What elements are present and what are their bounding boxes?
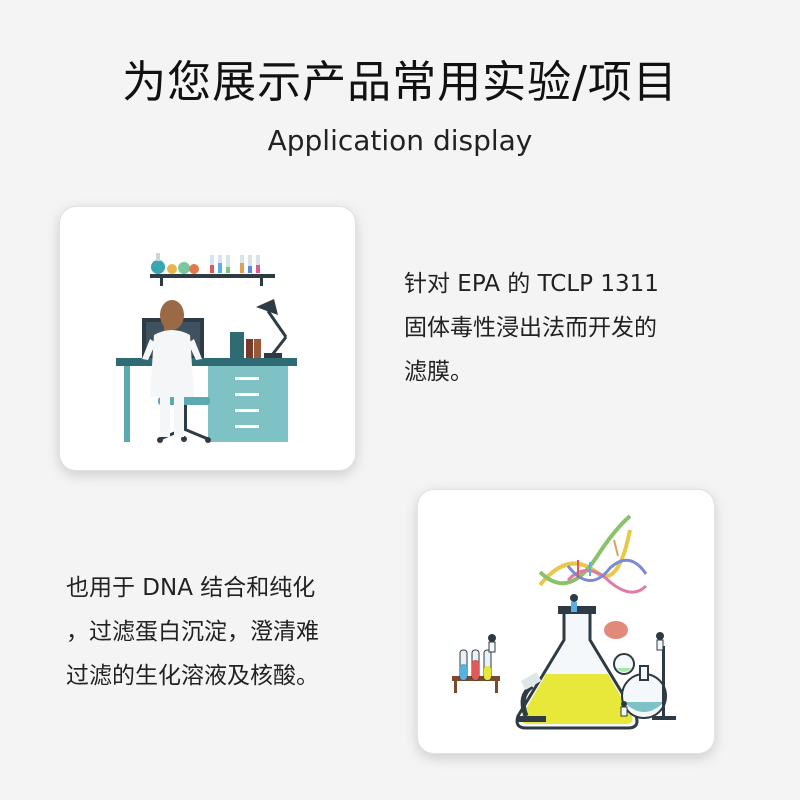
description-line: 针对 EPA 的 TCLP 1311: [404, 271, 659, 297]
dna-purification-description: 也用于 DNA 结合和纯化 ，过滤蛋白沉淀，澄清难 过滤的生化溶液及核酸。: [66, 566, 386, 698]
lab-flask-illustration-card: [418, 490, 714, 753]
page-subtitle: Application display: [267, 124, 533, 157]
description-line: 也用于 DNA 结合和纯化: [66, 575, 316, 601]
laboratory-experiment-illustration: [452, 514, 676, 730]
researcher-at-desk-illustration: [116, 253, 297, 443]
page-title: 为您展示产品常用实验/项目: [122, 57, 678, 108]
description-line: 固体毒性浸出法而开发的: [404, 315, 657, 341]
description-line: 滤膜。: [404, 359, 473, 385]
description-line: ，过滤蛋白沉淀，澄清难: [66, 619, 319, 645]
filter-membrane-description: 针对 EPA 的 TCLP 1311 固体毒性浸出法而开发的 滤膜。: [404, 262, 734, 394]
lab-desk-illustration-card: [60, 207, 355, 470]
description-line: 过滤的生化溶液及核酸。: [66, 663, 319, 689]
